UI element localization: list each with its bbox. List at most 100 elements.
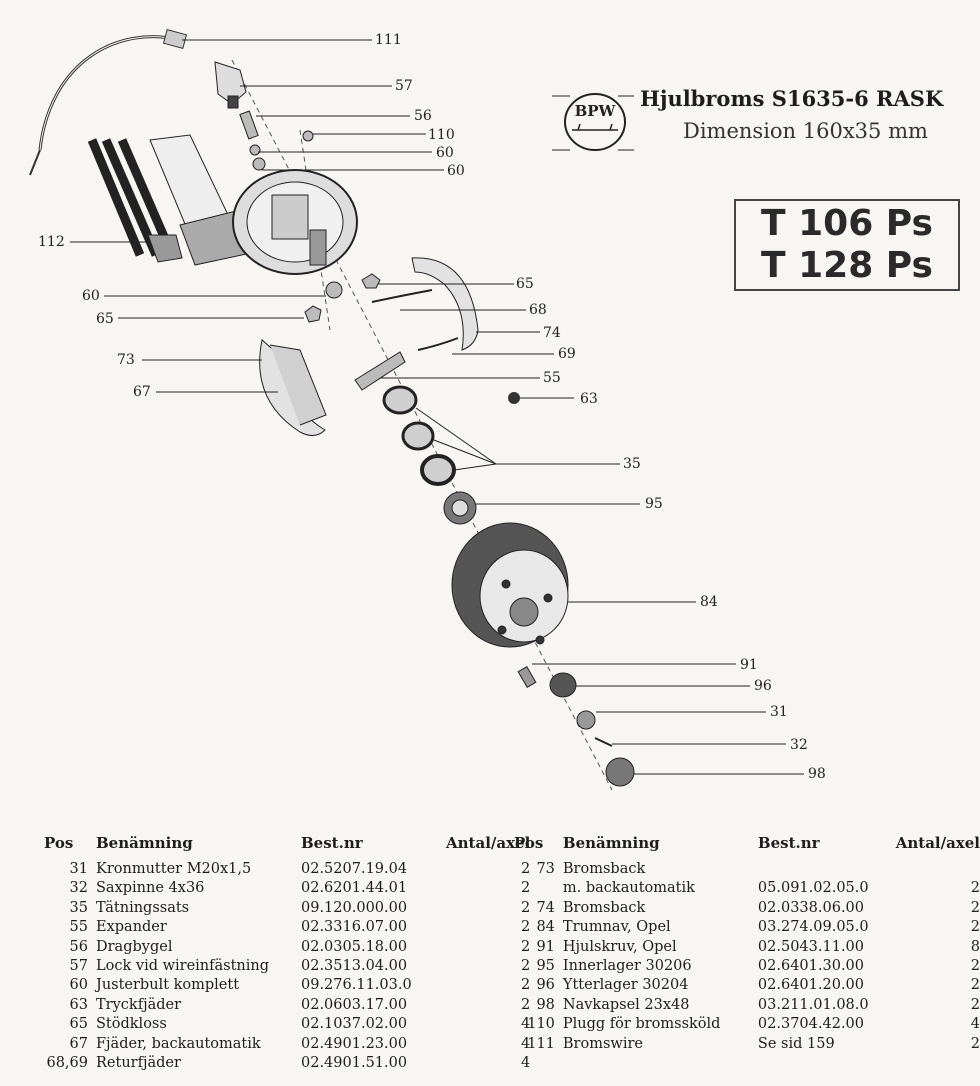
row-pos: 55: [69, 919, 88, 936]
callout-label: 63: [580, 391, 598, 407]
callout-label: 95: [645, 496, 663, 512]
row-part-number: 02.0603.17.00: [301, 996, 408, 1013]
row-name: Kronmutter M20x1,5: [96, 861, 252, 877]
brake-backing-plate: [232, 169, 358, 275]
col-header-pos: Pos: [514, 834, 544, 852]
small-hardware-parts: [239, 110, 381, 323]
row-pos: 84: [536, 919, 555, 936]
exploded-parts-diagram: [29, 29, 804, 791]
row-quantity: 2: [521, 919, 531, 936]
row-part-number: 02.4901.23.00: [301, 1035, 408, 1052]
row-name: Tryckfjäder: [96, 996, 182, 1013]
callout-label: 60: [82, 288, 100, 304]
row-quantity: 2: [970, 958, 980, 975]
callout-label: 55: [543, 370, 561, 386]
row-quantity: 2: [970, 1035, 980, 1052]
row-part-number: 09.120.000.00: [301, 899, 408, 916]
row-part-number: 05.091.02.05.0: [757, 880, 869, 897]
row-part-number: 02.6201.44.01: [301, 880, 408, 897]
callout-label: 65: [516, 276, 534, 292]
callout-label: 67: [133, 384, 151, 400]
row-part-number: 02.3704.42.00: [757, 1016, 865, 1033]
model-label: T 128 Ps: [761, 245, 933, 286]
logo-text: BPW: [575, 102, 617, 120]
row-name: Expander: [96, 919, 167, 936]
pressure-spring-part: [508, 392, 520, 404]
callout-label: 96: [754, 678, 772, 694]
row-quantity: [896, 860, 980, 879]
table-row: 110 Plugg för bromssköld 02.3704.42.00 4: [514, 1015, 980, 1034]
row-name: Innerlager 30206: [562, 958, 692, 975]
callout-label: 84: [700, 594, 718, 610]
callout-label: 65: [96, 311, 114, 327]
callout-label: 31: [770, 704, 788, 720]
callout-label: 69: [558, 346, 576, 362]
row-part-number: 02.6401.30.00: [757, 958, 865, 975]
row-pos: 35: [69, 899, 88, 916]
callout-label: 56: [414, 108, 432, 124]
col-header-name: Benämning: [96, 834, 193, 852]
row-quantity: 4: [521, 1016, 531, 1033]
row-pos: 110: [527, 1016, 555, 1033]
row-quantity: 4: [521, 1035, 531, 1052]
row-name: Saxpinne 4x36: [96, 880, 205, 897]
row-quantity: 2: [970, 899, 980, 916]
row-quantity: 2: [970, 880, 980, 897]
row-name: Stödkloss: [96, 1016, 167, 1033]
page-title: Hjulbroms S1635-6 RASK: [640, 86, 944, 111]
callout-label: 91: [740, 657, 758, 673]
row-name: Fjäder, backautomatik: [96, 1035, 261, 1052]
row-name: m. backautomatik: [562, 880, 695, 897]
drum-hub-part: [451, 522, 569, 648]
col-header-qty: Antal/axel: [446, 834, 531, 852]
row-part-number: 03.211.01.08.0: [757, 996, 869, 1013]
callout-label: 98: [808, 766, 826, 782]
row-quantity: 2: [970, 996, 980, 1013]
row-name: Bromswire: [562, 1035, 643, 1052]
table-row: m. backautomatik 05.091.02.05.0 2: [514, 879, 980, 898]
row-quantity: 2: [521, 996, 531, 1013]
row-pos: 31: [69, 861, 88, 877]
row-name: Ytterlager 30204: [562, 977, 689, 994]
brake-shoe-upper: [371, 257, 479, 351]
seal-kit-rings: [382, 385, 456, 486]
callout-label: 60: [447, 163, 465, 179]
col-header-qty: Antal/axel: [895, 834, 980, 852]
row-name: Hjulskruv, Opel: [562, 938, 677, 955]
row-quantity: 4: [521, 1055, 531, 1072]
row-part-number: 02.5043.11.00: [757, 938, 865, 955]
row-quantity: 2: [521, 899, 531, 916]
row-part-number: 03.274.09.05.0: [757, 919, 869, 936]
row-part-number: [758, 860, 896, 879]
callout-label: 111: [375, 32, 402, 48]
brake-wire-part: [29, 29, 188, 176]
row-name: Bromsback: [562, 861, 646, 877]
model-box: T 106 Ps T 128 Ps: [734, 199, 960, 291]
callout-leaders: [70, 39, 804, 775]
row-name: Plugg för bromssköld: [562, 1016, 721, 1033]
row-name: Bromsback: [562, 899, 646, 916]
row-pos: 111: [527, 1035, 555, 1052]
model-label: T 106 Ps: [761, 203, 933, 244]
row-pos: 63: [69, 996, 88, 1013]
callout-label: 112: [38, 234, 65, 250]
row-name: Tätningssats: [96, 899, 190, 916]
row-part-number: Se sid 159: [757, 1035, 835, 1052]
row-pos: 68,69: [46, 1055, 88, 1072]
row-part-number: 02.0338.06.00: [757, 899, 865, 916]
row-pos: 96: [536, 977, 555, 994]
row-quantity: 8: [970, 938, 980, 955]
row-name: Navkapsel 23x48: [562, 996, 690, 1013]
